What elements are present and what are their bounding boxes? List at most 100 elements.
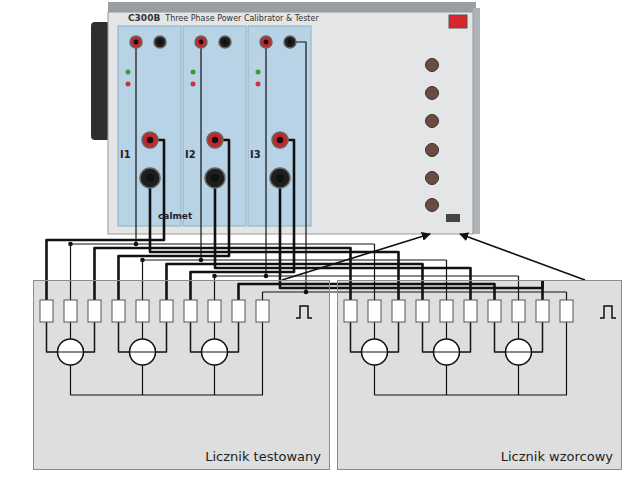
coil-wire [156, 322, 167, 352]
coil-wire [191, 322, 202, 352]
coil-wire [446, 322, 447, 339]
led [126, 82, 131, 87]
terminal-jack [207, 132, 223, 148]
wire [45, 280, 48, 300]
wire [71, 243, 375, 244]
wire [296, 42, 306, 292]
meter-box: Licznik testowany [33, 280, 330, 470]
wire [47, 234, 165, 280]
junction-dot [212, 274, 217, 279]
coil-wire [70, 322, 71, 339]
terminal-block [440, 300, 453, 322]
usb-port [446, 214, 460, 222]
socket [426, 199, 439, 212]
wire [262, 292, 263, 300]
wire [70, 244, 71, 300]
wire [566, 292, 567, 300]
measuring-element [58, 352, 84, 353]
coil-wire [70, 365, 71, 395]
text-group: Licznik testowany [205, 449, 321, 464]
terminal-label: I2 [185, 149, 196, 160]
text-group: C300BThree Phase Power Calibrator & Test… [128, 13, 319, 23]
jack-hole [146, 174, 154, 182]
junction-dot [140, 258, 145, 263]
junction-dot [68, 242, 73, 247]
terminal-block [560, 300, 573, 322]
junction-dot [304, 290, 309, 295]
terminal-block [160, 300, 173, 322]
coil-wire [446, 365, 447, 395]
coil-wire [532, 322, 543, 352]
measuring-element [58, 339, 84, 365]
coil-wire [460, 322, 471, 352]
jack-hole [264, 40, 269, 45]
socket [426, 144, 439, 157]
terminal-jack [142, 132, 158, 148]
device-side [473, 8, 480, 234]
terminal-block [40, 300, 53, 322]
coil-wire [119, 322, 130, 352]
wire [288, 140, 294, 234]
pulse-arrow [282, 234, 430, 280]
terminal-jack [284, 36, 296, 48]
terminal-jack [205, 168, 225, 188]
socket [426, 87, 439, 100]
power-switch [449, 15, 467, 28]
wire [265, 48, 266, 276]
device-top [108, 2, 476, 13]
meter-housing [33, 280, 330, 470]
meter-label: Licznik wzorcowy [501, 449, 613, 464]
terminal-block [112, 300, 125, 322]
terminal-jack [272, 132, 288, 148]
brand-name: calmet [158, 211, 192, 221]
wire [119, 234, 230, 300]
coil-wire [374, 322, 375, 339]
jack-hole [223, 40, 228, 45]
terminal-block [64, 300, 77, 322]
jack-hole [276, 174, 284, 182]
neutral-bus [71, 322, 263, 395]
terminal-block [464, 300, 477, 322]
terminal-block [368, 300, 381, 322]
jack-hole [134, 40, 139, 45]
measuring-element [506, 352, 532, 353]
measuring-element [506, 339, 532, 365]
calibrator-device: C300BThree Phase Power Calibrator & Test… [100, 0, 475, 234]
coil-wire [214, 322, 215, 339]
wire [200, 48, 201, 260]
measuring-element [362, 352, 388, 353]
terminal-label: I1 [120, 149, 131, 160]
coil-wire [423, 322, 434, 352]
led [126, 70, 131, 75]
coil-wire [495, 322, 506, 352]
pulse-symbol [600, 306, 616, 318]
coil-wire [228, 322, 239, 352]
model-name: C300B [128, 13, 160, 23]
meter-housing [337, 280, 622, 470]
terminal-jack [130, 36, 142, 48]
terminal-block [488, 300, 501, 322]
measuring-element [362, 339, 388, 365]
measuring-element [130, 352, 156, 353]
coil-wire [214, 365, 215, 395]
coil-wire [518, 322, 519, 339]
measuring-element [434, 352, 460, 353]
meter-box: Licznik wzorcowy [337, 280, 622, 470]
terminal-jack [270, 168, 290, 188]
measuring-element [202, 352, 228, 353]
neutral-bus [375, 322, 567, 395]
terminal-block [136, 300, 149, 322]
terminal-block [208, 300, 221, 322]
measuring-element [202, 339, 228, 365]
measuring-element [434, 339, 460, 365]
terminal-label: I3 [250, 149, 261, 160]
terminal-jack [260, 36, 272, 48]
wire [279, 188, 282, 234]
led [191, 70, 196, 75]
coil-wire [142, 365, 143, 395]
pulse-symbol [296, 306, 312, 318]
pulse-arrow [460, 234, 585, 280]
jack-hole [147, 137, 153, 143]
